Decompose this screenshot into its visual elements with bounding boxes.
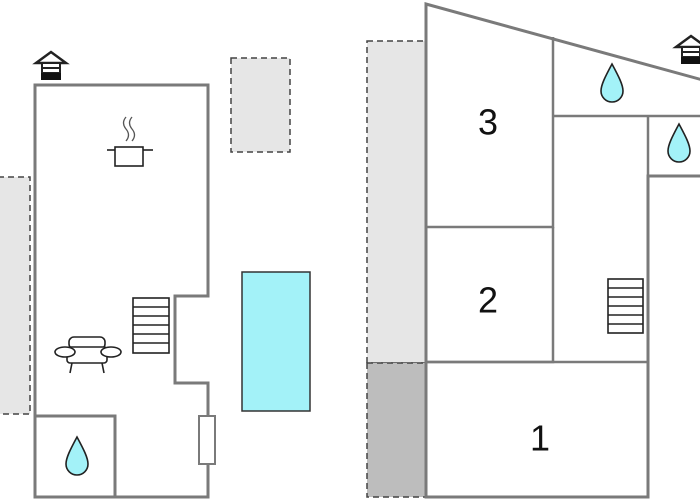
pool [241,271,311,412]
house-entrance-icon [32,50,70,80]
bathroom-ground-floor [33,414,117,499]
room-label-1: 1 [530,418,550,459]
cooking-pot-icon [107,116,153,167]
terrace-right-dark [366,362,427,498]
house-entrance-icon [672,34,700,64]
water-drop-icon [600,62,624,103]
room-label-2: 2 [478,280,498,321]
outdoor-area-top [230,57,291,153]
terrace-right [366,40,427,364]
sofa-icon [54,336,122,374]
terrace-left [0,176,31,415]
room-label-3: 3 [478,102,498,143]
stairs-icon [132,297,170,354]
window [198,415,216,465]
water-drop-icon [667,122,691,163]
upper-floor-outline [424,2,700,499]
stairs-icon [607,278,644,334]
water-drop-icon [65,435,89,476]
